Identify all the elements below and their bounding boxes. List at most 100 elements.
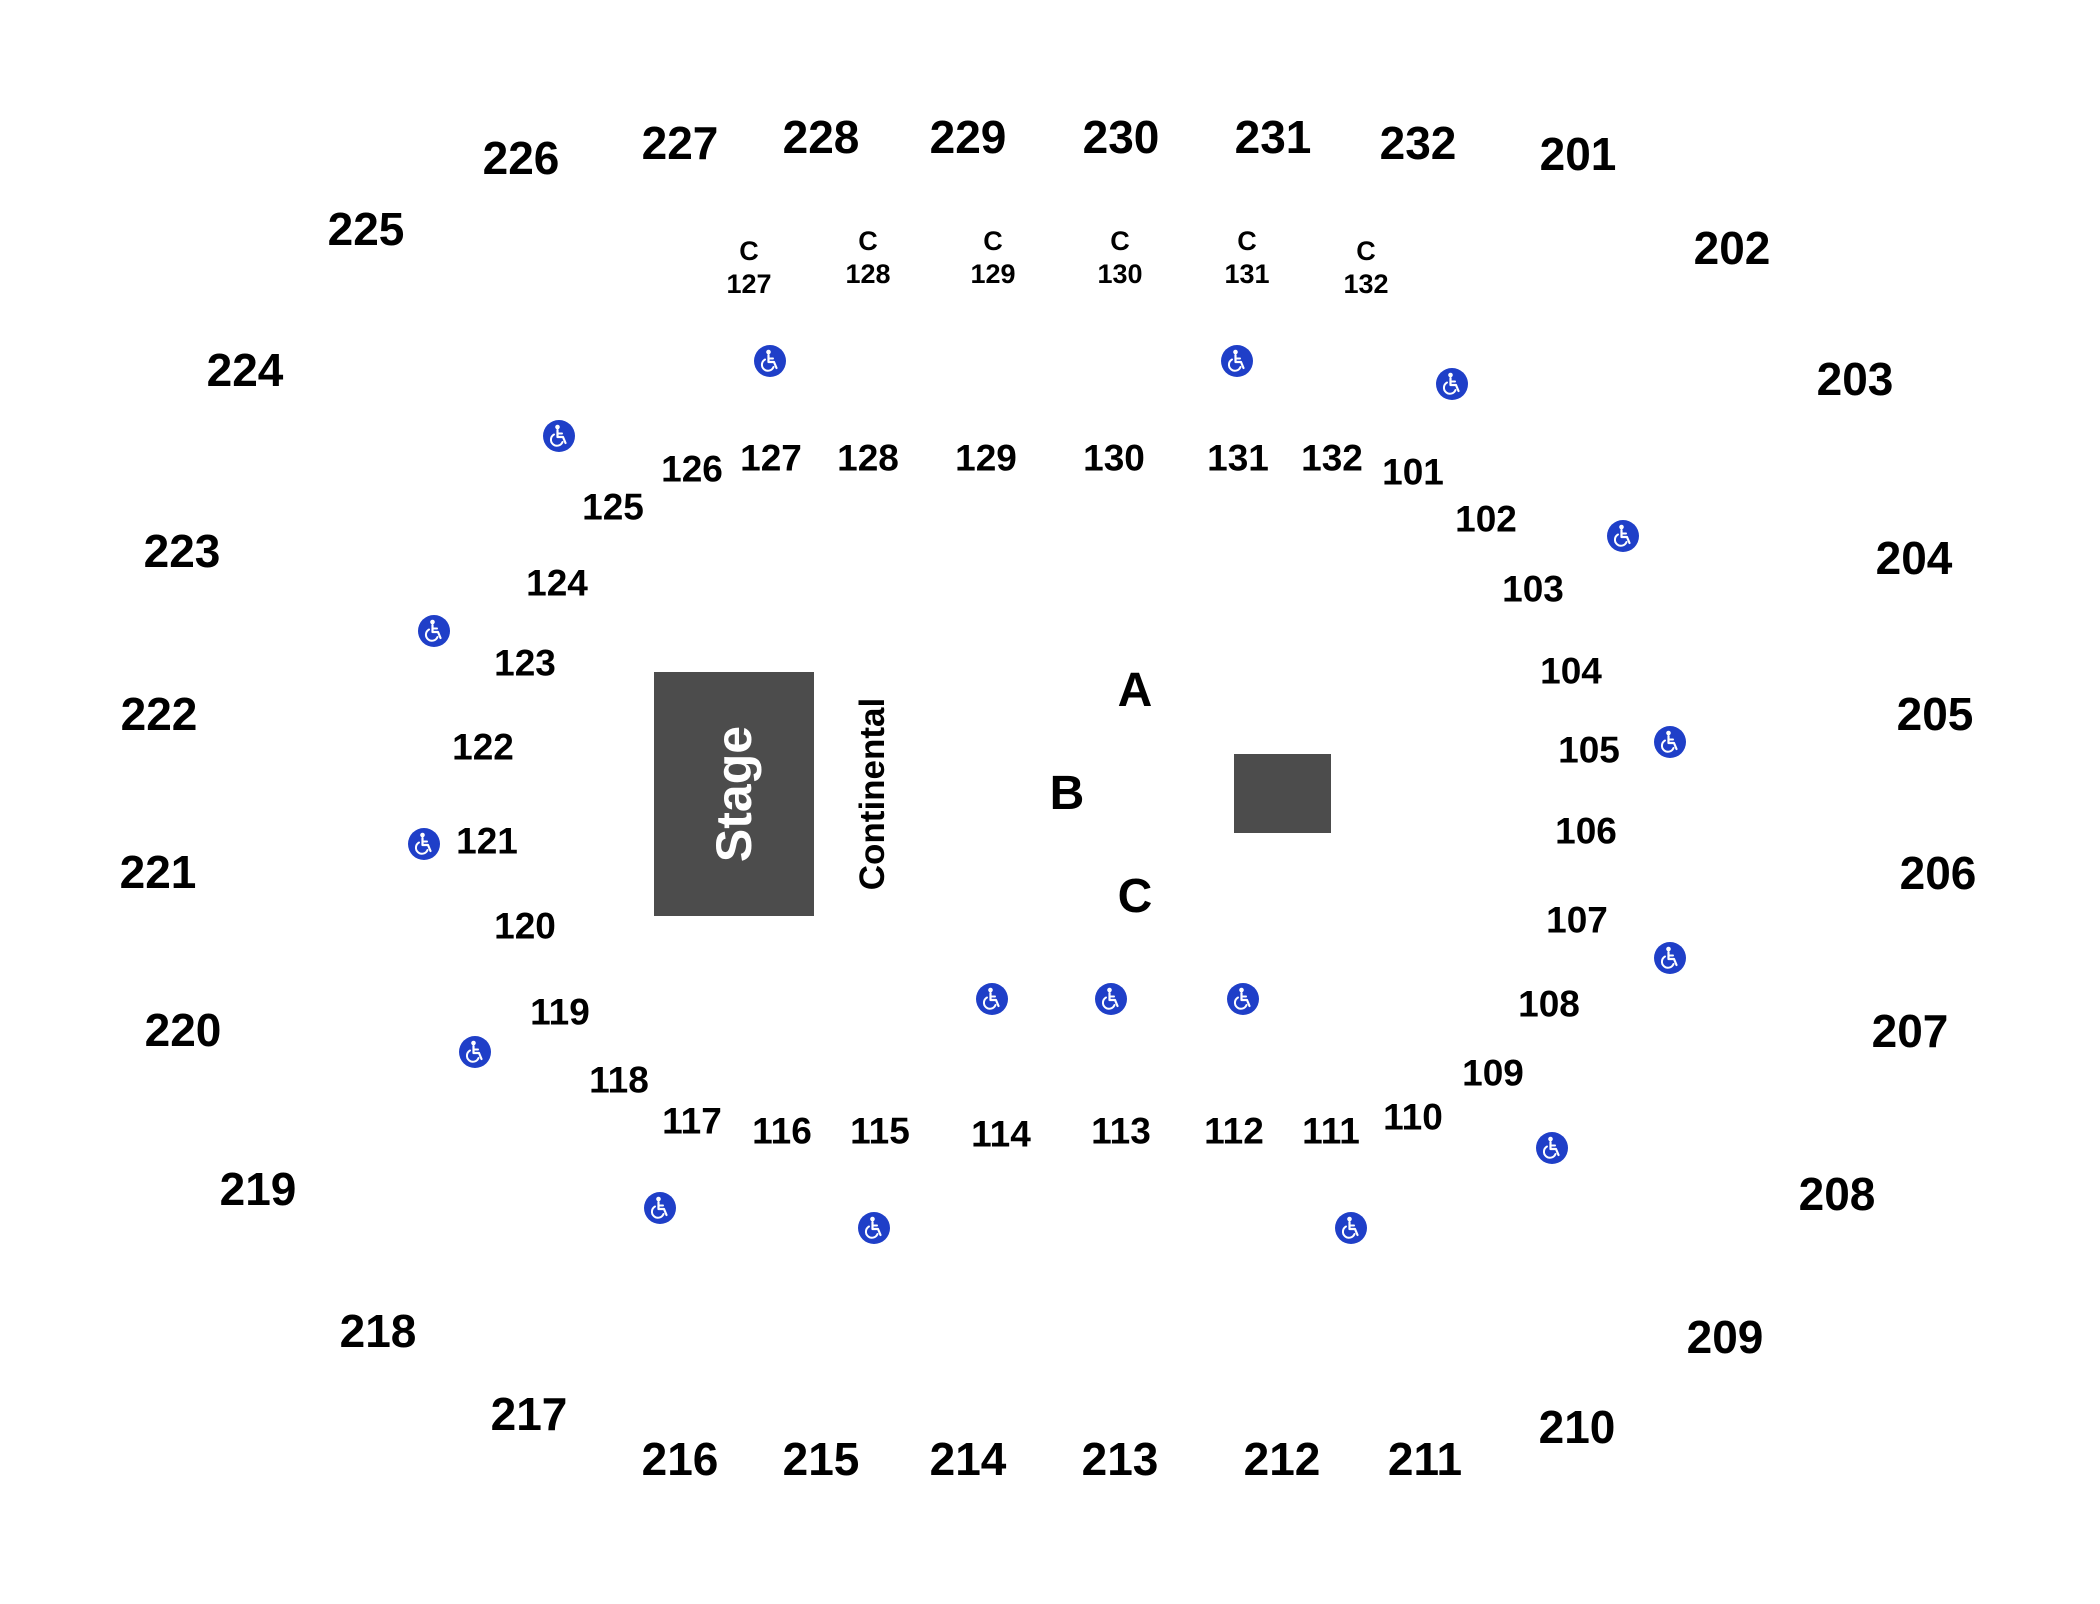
section-230[interactable]: 230 bbox=[1082, 111, 1160, 163]
stage-label: Stage bbox=[706, 725, 762, 863]
wheelchair-icon[interactable] bbox=[1653, 725, 1687, 759]
section-115[interactable]: 115 bbox=[850, 1110, 910, 1152]
section-104[interactable]: 104 bbox=[1540, 650, 1602, 692]
section-120[interactable]: 120 bbox=[494, 905, 556, 947]
section-208[interactable]: 208 bbox=[1798, 1168, 1876, 1220]
section-130[interactable]: 130 bbox=[1083, 437, 1145, 479]
section-221[interactable]: 221 bbox=[119, 846, 197, 898]
section-111[interactable]: 111 bbox=[1302, 1110, 1360, 1152]
section-201[interactable]: 201 bbox=[1539, 128, 1617, 180]
section-128[interactable]: 128 bbox=[837, 437, 899, 479]
section-109[interactable]: 109 bbox=[1462, 1052, 1524, 1094]
section-232[interactable]: 232 bbox=[1379, 117, 1457, 169]
floor-section-b[interactable]: B bbox=[1049, 767, 1085, 820]
section-227[interactable]: 227 bbox=[641, 117, 719, 169]
wheelchair-icon[interactable] bbox=[753, 344, 787, 378]
floor-section-a[interactable]: A bbox=[1117, 664, 1153, 717]
section-116[interactable]: 116 bbox=[752, 1110, 812, 1152]
wheelchair-icon[interactable] bbox=[975, 982, 1009, 1016]
section-126[interactable]: 126 bbox=[661, 448, 723, 490]
section-121[interactable]: 121 bbox=[456, 820, 518, 862]
club-prefix: C bbox=[1356, 236, 1376, 267]
wheelchair-icon[interactable] bbox=[1535, 1131, 1569, 1165]
section-125[interactable]: 125 bbox=[582, 486, 644, 528]
section-122[interactable]: 122 bbox=[452, 726, 514, 768]
section-218[interactable]: 218 bbox=[339, 1305, 417, 1357]
section-213[interactable]: 213 bbox=[1081, 1433, 1159, 1485]
club-section-c129[interactable]: C 129 bbox=[970, 225, 1015, 291]
wheelchair-icon[interactable] bbox=[1226, 982, 1260, 1016]
section-110[interactable]: 110 bbox=[1383, 1096, 1443, 1138]
wheelchair-icon[interactable] bbox=[417, 614, 451, 648]
club-number: 130 bbox=[1097, 259, 1143, 289]
section-124[interactable]: 124 bbox=[526, 562, 588, 604]
section-204[interactable]: 204 bbox=[1875, 532, 1953, 584]
section-231[interactable]: 231 bbox=[1234, 111, 1312, 163]
club-section-c131[interactable]: C 131 bbox=[1224, 225, 1269, 291]
section-214[interactable]: 214 bbox=[929, 1433, 1007, 1485]
section-220[interactable]: 220 bbox=[144, 1004, 222, 1056]
club-section-c128[interactable]: C 128 bbox=[845, 225, 890, 291]
section-107[interactable]: 107 bbox=[1546, 899, 1608, 941]
section-203[interactable]: 203 bbox=[1816, 353, 1894, 405]
section-131[interactable]: 131 bbox=[1207, 437, 1269, 479]
section-114[interactable]: 114 bbox=[971, 1113, 1031, 1155]
wheelchair-icon[interactable] bbox=[1334, 1211, 1368, 1245]
section-118[interactable]: 118 bbox=[589, 1059, 649, 1101]
section-205[interactable]: 205 bbox=[1896, 688, 1974, 740]
section-222[interactable]: 222 bbox=[120, 688, 198, 740]
club-section-c132[interactable]: C 132 bbox=[1343, 235, 1388, 301]
section-129[interactable]: 129 bbox=[955, 437, 1017, 479]
section-132[interactable]: 132 bbox=[1301, 437, 1363, 479]
wheelchair-icon[interactable] bbox=[407, 827, 441, 861]
wheelchair-icon[interactable] bbox=[542, 419, 576, 453]
wheelchair-icon[interactable] bbox=[1653, 941, 1687, 975]
section-103[interactable]: 103 bbox=[1502, 568, 1564, 610]
wheelchair-icon[interactable] bbox=[857, 1211, 891, 1245]
section-226[interactable]: 226 bbox=[482, 132, 560, 184]
club-section-c127[interactable]: C 127 bbox=[726, 235, 771, 301]
section-108[interactable]: 108 bbox=[1518, 983, 1580, 1025]
wheelchair-icon[interactable] bbox=[1094, 982, 1128, 1016]
section-215[interactable]: 215 bbox=[782, 1433, 860, 1485]
wheelchair-icon[interactable] bbox=[1220, 344, 1254, 378]
section-206[interactable]: 206 bbox=[1899, 847, 1977, 899]
wheelchair-icon[interactable] bbox=[1435, 367, 1469, 401]
club-prefix: C bbox=[858, 226, 878, 257]
section-229[interactable]: 229 bbox=[929, 111, 1007, 163]
section-228[interactable]: 228 bbox=[782, 111, 860, 163]
section-105[interactable]: 105 bbox=[1558, 729, 1620, 771]
club-prefix: C bbox=[1237, 226, 1257, 257]
club-prefix: C bbox=[1110, 226, 1130, 257]
section-112[interactable]: 112 bbox=[1204, 1110, 1264, 1152]
club-number: 129 bbox=[970, 259, 1016, 289]
wheelchair-icon[interactable] bbox=[643, 1191, 677, 1225]
section-212[interactable]: 212 bbox=[1243, 1433, 1321, 1485]
section-106[interactable]: 106 bbox=[1555, 810, 1617, 852]
club-number: 132 bbox=[1343, 269, 1389, 299]
section-207[interactable]: 207 bbox=[1871, 1005, 1949, 1057]
section-209[interactable]: 209 bbox=[1686, 1311, 1764, 1363]
section-210[interactable]: 210 bbox=[1538, 1401, 1616, 1453]
section-219[interactable]: 219 bbox=[219, 1163, 297, 1215]
section-102[interactable]: 102 bbox=[1455, 498, 1517, 540]
section-211[interactable]: 211 bbox=[1387, 1433, 1463, 1485]
section-113[interactable]: 113 bbox=[1091, 1110, 1151, 1152]
floor-section-c[interactable]: C bbox=[1117, 870, 1153, 923]
section-127[interactable]: 127 bbox=[740, 437, 802, 479]
section-119[interactable]: 119 bbox=[530, 991, 590, 1033]
stage[interactable]: Stage bbox=[654, 672, 814, 916]
section-101[interactable]: 101 bbox=[1382, 451, 1444, 493]
section-123[interactable]: 123 bbox=[494, 642, 556, 684]
wheelchair-icon[interactable] bbox=[1606, 519, 1640, 553]
section-217[interactable]: 217 bbox=[490, 1388, 568, 1440]
section-225[interactable]: 225 bbox=[327, 203, 405, 255]
wheelchair-icon[interactable] bbox=[458, 1035, 492, 1069]
section-202[interactable]: 202 bbox=[1693, 222, 1771, 274]
section-223[interactable]: 223 bbox=[143, 525, 221, 577]
section-117[interactable]: 117 bbox=[662, 1100, 722, 1142]
section-224[interactable]: 224 bbox=[206, 344, 284, 396]
section-216[interactable]: 216 bbox=[641, 1433, 719, 1485]
club-section-c130[interactable]: C 130 bbox=[1097, 225, 1142, 291]
